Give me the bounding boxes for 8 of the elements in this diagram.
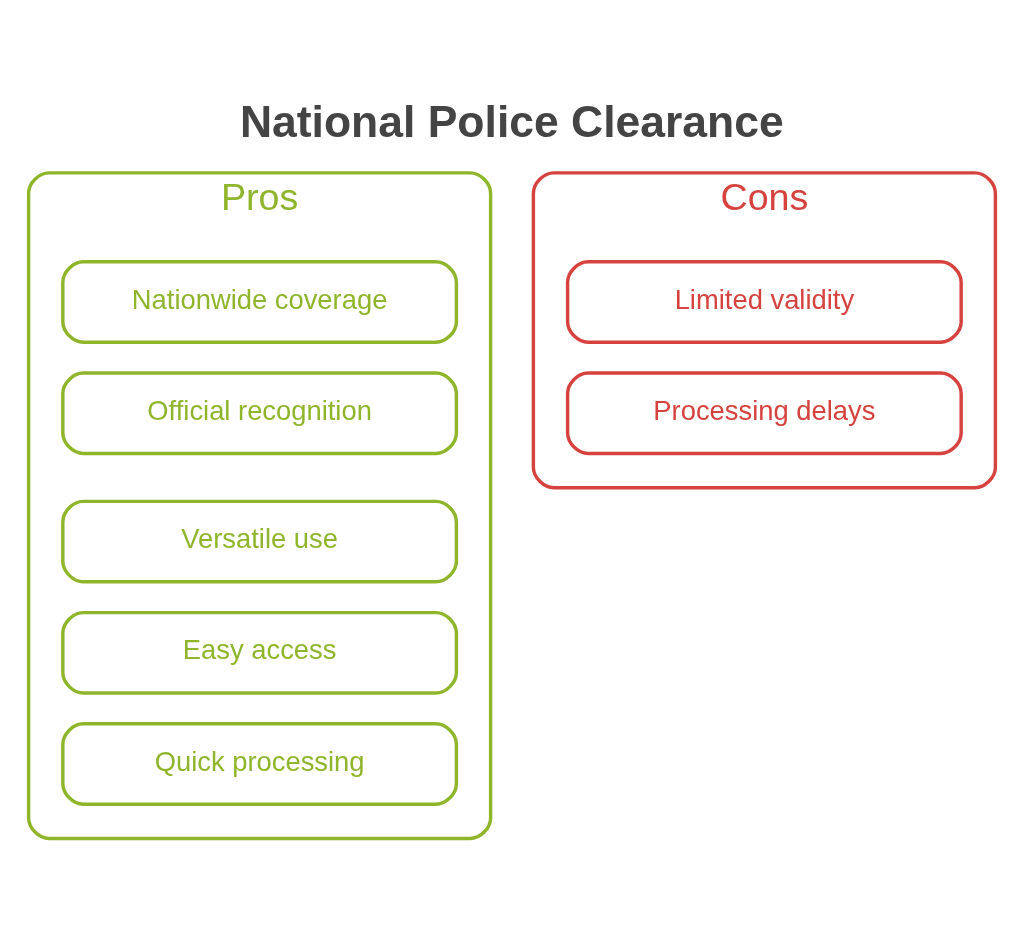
node-box: Versatile use — [61, 499, 459, 584]
node-box: Nationwide coverage — [61, 260, 459, 344]
node-box: Quick processing — [61, 722, 459, 806]
node-box: Limited validity — [565, 260, 963, 344]
node-box: Official recognition — [61, 371, 459, 456]
diagram-title: National Police Clearance — [239, 96, 784, 146]
node-box: Easy access — [61, 610, 459, 695]
node-box: Processing delays — [565, 371, 963, 456]
